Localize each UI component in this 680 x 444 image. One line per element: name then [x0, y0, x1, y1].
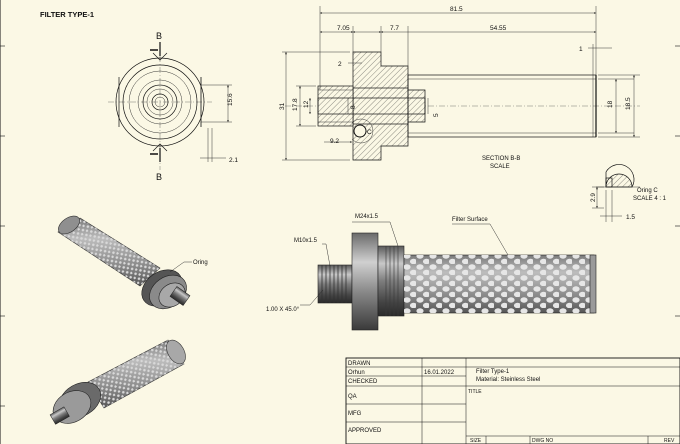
dim-1: 1 — [579, 46, 583, 53]
tb-drawn-name: Orhun — [348, 370, 365, 376]
oring-label: Oring — [193, 260, 208, 266]
section-scale: SCALE — [490, 164, 510, 170]
sheet-title: FILTER TYPE-1 — [40, 10, 94, 19]
tb-material: Material: Steinless Steel — [476, 377, 540, 383]
dim-7-7: 7.7 — [390, 25, 399, 32]
section-marker-bottom: B — [156, 172, 162, 182]
dim-12: 12 — [303, 100, 310, 108]
section-marker-top: B — [156, 31, 162, 41]
section-view — [282, 6, 640, 161]
dim-15-6: 15.6 — [227, 93, 234, 106]
filter-surface-label: Filter Surface — [452, 217, 488, 223]
tb-size-label: SIZE — [470, 438, 482, 444]
dim-54-55: 54.55 — [490, 25, 507, 32]
title-block — [345, 357, 680, 444]
chamfer-label: 1.00 X 45.0° — [266, 307, 300, 313]
tb-drawn-date: 16.01.2022 — [424, 370, 455, 376]
dim-5: 5 — [433, 113, 440, 117]
dim-2: 2 — [338, 61, 342, 68]
tb-rev-label: REV — [664, 438, 675, 444]
detail-callout: C — [367, 129, 372, 136]
border-ticks — [0, 45, 680, 407]
dim-1-5: 1.5 — [626, 214, 635, 221]
tb-title-label: TITLE — [468, 389, 482, 395]
isometric-view-1 — [57, 215, 192, 310]
tb-drawn-label: DRAWN — [348, 361, 370, 367]
tb-mfg-label: MFG — [348, 411, 362, 417]
tb-dwg-label: DWG NO — [532, 438, 553, 444]
tb-qa-label: QA — [348, 394, 357, 400]
end-view — [108, 42, 232, 170]
tb-part-name: Filter Type-1 — [476, 369, 510, 375]
m24-label: M24x1.5 — [355, 214, 379, 220]
dim-8: 8 — [350, 105, 357, 109]
isometric-view-2 — [49, 339, 186, 425]
dim-2-1: 2.1 — [229, 157, 238, 164]
dim-81-5: 81.5 — [450, 6, 463, 13]
dim-7-05: 7.05 — [337, 25, 350, 32]
tb-checked-label: CHECKED — [348, 379, 378, 385]
dim-17-8: 17.8 — [292, 98, 299, 111]
dim-9-2: 9.2 — [330, 138, 339, 145]
dim-2-9: 2.9 — [590, 193, 597, 202]
side-view-shaded — [300, 221, 597, 331]
detail-c-view — [592, 164, 640, 222]
detail-scale: SCALE 4 : 1 — [633, 196, 667, 202]
dim-18: 18 — [607, 100, 614, 108]
m10-label: M10x1.5 — [294, 238, 318, 244]
dim-31: 31 — [279, 102, 286, 110]
section-title: SECTION B-B — [482, 156, 520, 162]
dim-18-5: 18.5 — [625, 97, 632, 110]
detail-title: Oring C — [637, 188, 658, 194]
tb-approved-label: APPROVED — [348, 428, 382, 434]
